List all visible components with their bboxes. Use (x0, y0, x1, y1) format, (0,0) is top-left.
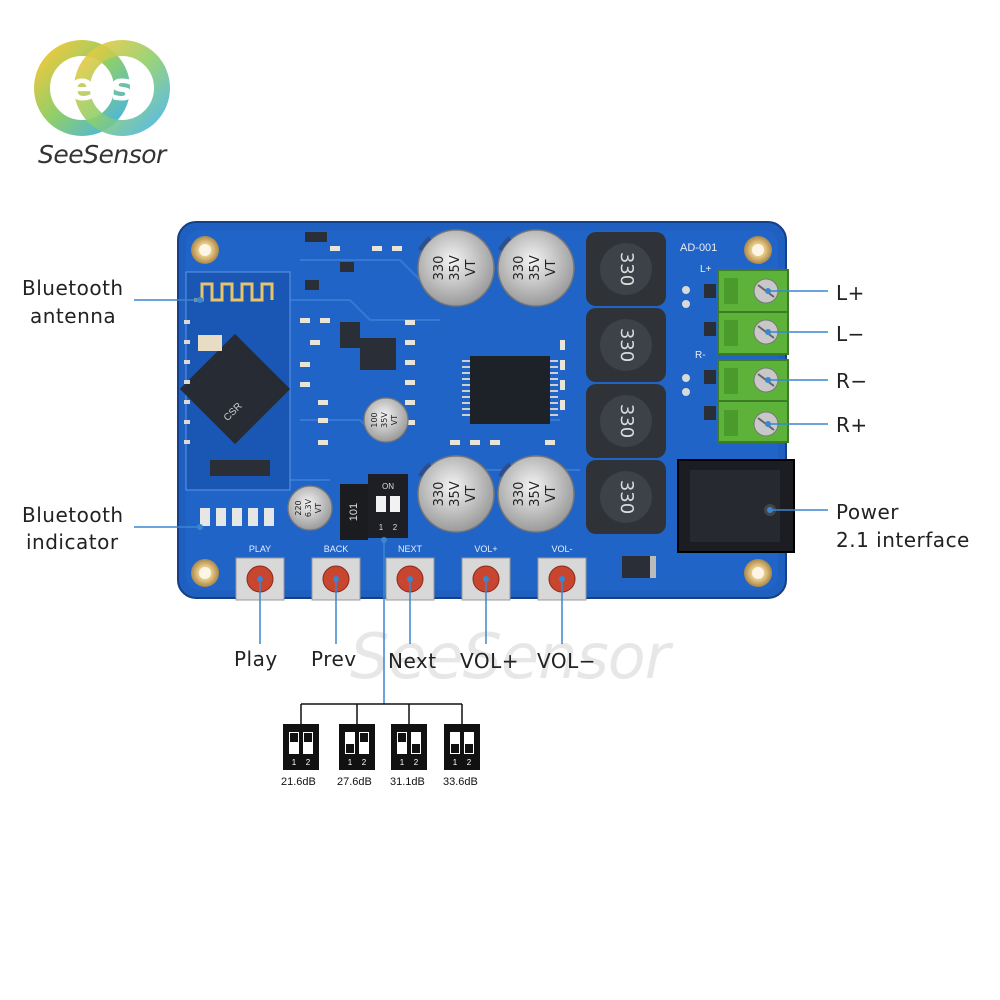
resistor-mark: 101 (348, 503, 360, 521)
svg-text:1: 1 (453, 758, 458, 767)
label-r-plus: R+ (836, 413, 868, 437)
gain-label-2: 27.6dB (337, 776, 372, 788)
silk-rminus: R- (695, 350, 706, 361)
svg-text:1: 1 (348, 758, 353, 767)
label-vol-up: VOL+ (460, 649, 519, 673)
cap-mark: 35V (448, 255, 463, 281)
small-cap-mark: 35V (380, 412, 389, 428)
brand-name: SeeSensor (38, 140, 166, 169)
gain-dip-icons: 1 2 1 2 1 2 1 2 (283, 724, 480, 770)
dip-num-2: 2 (393, 523, 398, 532)
gain-bracket (300, 703, 463, 724)
antenna-trace (194, 282, 274, 302)
cap-mark: 35V (448, 481, 463, 507)
inductors (586, 232, 666, 534)
small-cap-mark: 100 (370, 412, 379, 427)
watermark: SeeSensor (350, 620, 670, 693)
silk-next: NEXT (398, 544, 423, 554)
label-l-minus: L− (836, 322, 865, 346)
amplifier-ic (470, 356, 550, 424)
label-play: Play (234, 647, 278, 671)
inductor-mark: 330 (616, 252, 637, 286)
label-next: Next (388, 649, 437, 673)
svg-text:2: 2 (467, 758, 472, 767)
label-vol-down: VOL− (537, 649, 596, 673)
label-bluetooth-indicator-2: indicator (26, 530, 119, 554)
label-l-plus: L+ (836, 281, 865, 305)
label-r-minus: R− (836, 369, 868, 393)
label-prev: Prev (311, 647, 357, 671)
label-power-1: Power (836, 500, 899, 524)
silk-lplus: L+ (700, 264, 712, 275)
cap-mark: 330 (512, 256, 527, 281)
svg-text:1: 1 (292, 758, 297, 767)
cap-mark: 35V (528, 255, 543, 281)
cap-mark: 330 (432, 256, 447, 281)
svg-text:2: 2 (306, 758, 311, 767)
silk-voldown: VOL- (551, 544, 572, 554)
gain-label-4: 33.6dB (443, 776, 478, 788)
cap-220-mark: 220 (294, 500, 303, 515)
gain-label-3: 31.1dB (390, 776, 425, 788)
silk-volup: VOL+ (474, 544, 497, 554)
small-cap-mark: VT (390, 415, 399, 425)
svg-text:1: 1 (400, 758, 405, 767)
board-model: AD-001 (680, 242, 717, 254)
power-jack (677, 459, 795, 553)
silk-play: PLAY (249, 544, 271, 554)
svg-text:2: 2 (362, 758, 367, 767)
label-bluetooth-indicator-1: Bluetooth (22, 503, 124, 527)
svg-text:e: e (69, 65, 95, 109)
svg-text:2: 2 (414, 758, 419, 767)
cap-mark: VT (464, 260, 479, 277)
label-power-2: 2.1 interface (836, 528, 970, 552)
cap-220-mark: VT (314, 503, 323, 513)
dip-on: ON (382, 482, 394, 491)
cap-mark: VT (544, 260, 559, 277)
cap-220-mark: 6.3V (304, 498, 313, 517)
seesensor-logo: e s (34, 40, 170, 136)
inductor-mark: 330 (616, 480, 637, 514)
silk-back: BACK (324, 544, 349, 554)
svg-text:s: s (111, 65, 134, 109)
dip-num-1: 1 (379, 523, 384, 532)
label-bluetooth-antenna-2: antenna (30, 304, 117, 328)
cap-mark: 330 (432, 482, 447, 507)
callout-lines (134, 290, 828, 704)
cap-mark: VT (464, 486, 479, 503)
cap-mark: 330 (512, 482, 527, 507)
inductor-mark: 330 (616, 328, 637, 362)
cap-mark: 35V (528, 481, 543, 507)
cap-mark: VT (544, 486, 559, 503)
label-bluetooth-antenna-1: Bluetooth (22, 276, 124, 300)
inductor-mark: 330 (616, 404, 637, 438)
capacitors (287, 229, 575, 533)
dip-switch (368, 474, 408, 538)
gain-label-1: 21.6dB (281, 776, 316, 788)
mounting-holes (191, 236, 772, 587)
